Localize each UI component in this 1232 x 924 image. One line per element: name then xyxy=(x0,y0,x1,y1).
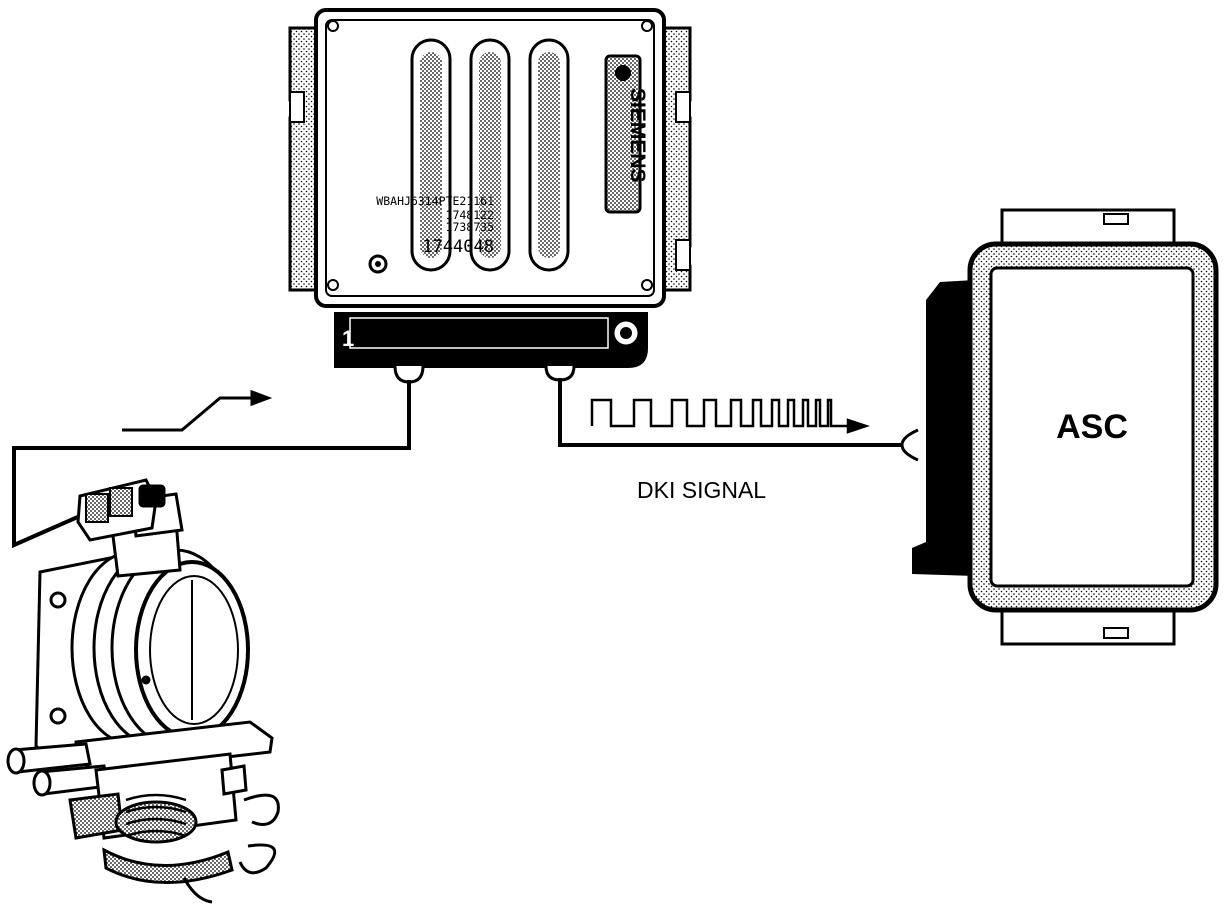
asc-side-connector xyxy=(912,280,975,576)
asc-bracket-top xyxy=(1000,208,1176,248)
analog-signal-arrow-icon xyxy=(122,389,273,432)
asc-control-module: ASC xyxy=(912,208,1219,646)
siemens-emblem-icon xyxy=(615,65,631,81)
ecu-harness-connector: 1 xyxy=(334,312,648,368)
throttle-linkage xyxy=(68,752,280,904)
coolant-nipple-icon xyxy=(6,742,110,797)
dki-square-wave-icon xyxy=(590,398,870,434)
ecu-flange-tab xyxy=(675,239,691,271)
asc-pin-socket xyxy=(900,428,919,462)
ecu-part-number: 1744048 xyxy=(422,237,494,257)
wire-ecu-to-asc xyxy=(558,378,908,447)
screw-icon xyxy=(327,20,653,291)
ecu-flange-tab xyxy=(675,91,691,123)
siemens-logo: SIEMENS xyxy=(604,54,649,214)
ecu-code-line-2: 1748122 xyxy=(446,208,494,222)
dki-signal-label: DKI SIGNAL xyxy=(637,477,766,503)
throttle-body xyxy=(6,478,280,904)
asc-module-label: ASC xyxy=(1056,408,1128,446)
asc-label-face xyxy=(989,266,1195,588)
siemens-brand-text: SIEMENS xyxy=(626,88,649,183)
wiring xyxy=(12,378,908,549)
ecu-flange-tab xyxy=(289,91,305,123)
wire-throttle-to-ecu xyxy=(12,380,411,549)
ecu-code-line-3: 1738735 xyxy=(446,220,494,234)
ecu-vin-code: WBAHJ6314PTE21161 xyxy=(376,194,494,208)
ecu-cooling-ribs xyxy=(410,38,570,272)
ecu-pin-socket xyxy=(544,365,576,382)
ecu-pin-socket xyxy=(393,365,425,384)
ecu-control-unit: SIEMENS WBAHJ6314PTE21161 1748122 173873… xyxy=(288,8,692,384)
connector-pin-number: 1 xyxy=(342,326,354,351)
